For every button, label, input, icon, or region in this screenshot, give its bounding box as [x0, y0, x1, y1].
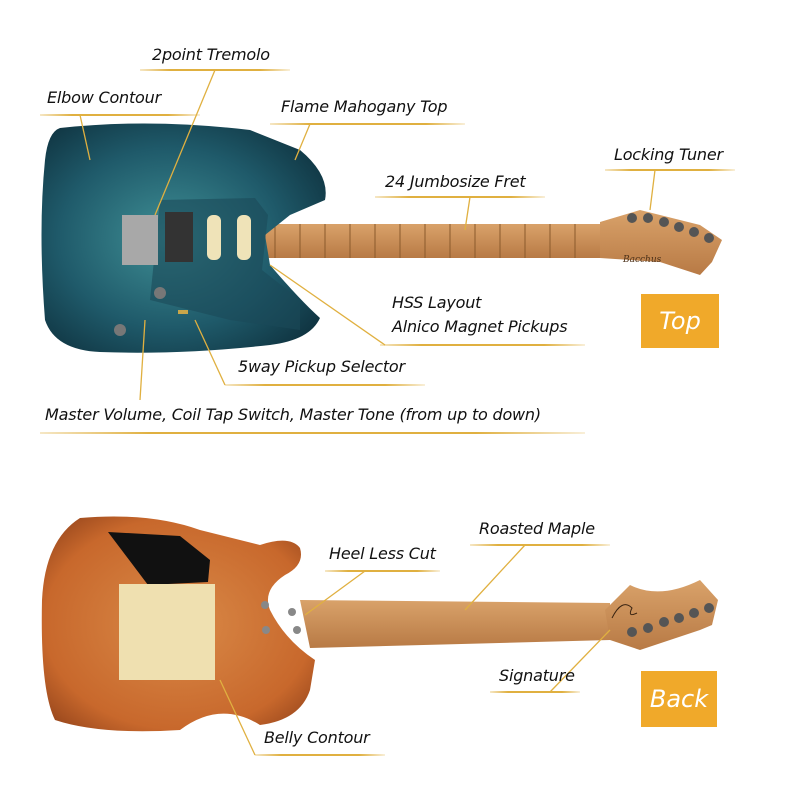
underline	[605, 169, 735, 171]
label-jumbo-fret: 24 Jumbosize Fret	[385, 172, 526, 191]
underline	[490, 691, 580, 693]
single-coil-2	[237, 215, 251, 260]
single-coil-1	[207, 215, 221, 260]
top-headstock	[600, 210, 722, 275]
tremolo-cover	[119, 584, 215, 680]
back-headstock	[605, 580, 718, 650]
signature-mark	[611, 604, 638, 619]
underline	[470, 544, 610, 546]
humbucker	[165, 212, 193, 262]
badge-top: Top	[641, 294, 719, 348]
top-neck	[250, 224, 605, 258]
label-heel-less-cut: Heel Less Cut	[329, 544, 436, 563]
label-flame-mahogany-top: Flame Mahogany Top	[281, 97, 448, 116]
underline	[270, 123, 465, 125]
label-elbow-contour: Elbow Contour	[47, 88, 161, 107]
control-cavity-cover	[108, 532, 210, 585]
label-locking-tuner: Locking Tuner	[614, 145, 723, 164]
underline	[325, 570, 440, 572]
underline	[40, 432, 585, 434]
underline	[375, 196, 545, 198]
selector-switch	[178, 310, 188, 314]
knob-volume	[154, 287, 166, 299]
label-alnico-pickups: Alnico Magnet Pickups	[392, 317, 568, 336]
label-2point-tremolo: 2point Tremolo	[152, 45, 270, 64]
label-hss-layout: HSS Layout	[392, 293, 482, 312]
badge-back: Back	[641, 671, 717, 727]
tuners	[627, 213, 714, 243]
bridge	[122, 215, 158, 265]
top-guitar: Bacchus	[41, 123, 722, 353]
label-signature: Signature	[499, 666, 575, 685]
frets	[274, 224, 576, 258]
underline	[140, 69, 290, 71]
underline	[225, 384, 425, 386]
knob-tone	[114, 324, 126, 336]
back-tuners	[627, 603, 714, 637]
label-belly-contour: Belly Contour	[264, 728, 370, 747]
label-controls: Master Volume, Coil Tap Switch, Master T…	[45, 405, 541, 424]
underline	[40, 114, 200, 116]
label-5way-selector: 5way Pickup Selector	[238, 357, 405, 376]
back-neck	[300, 600, 610, 648]
headstock-logo: Bacchus	[622, 255, 662, 265]
label-roasted-maple: Roasted Maple	[479, 519, 595, 538]
leader-lines	[79, 69, 656, 756]
underline	[380, 344, 585, 346]
back-guitar	[41, 516, 718, 732]
neck-plate-screws	[261, 601, 301, 634]
underline	[255, 754, 385, 756]
